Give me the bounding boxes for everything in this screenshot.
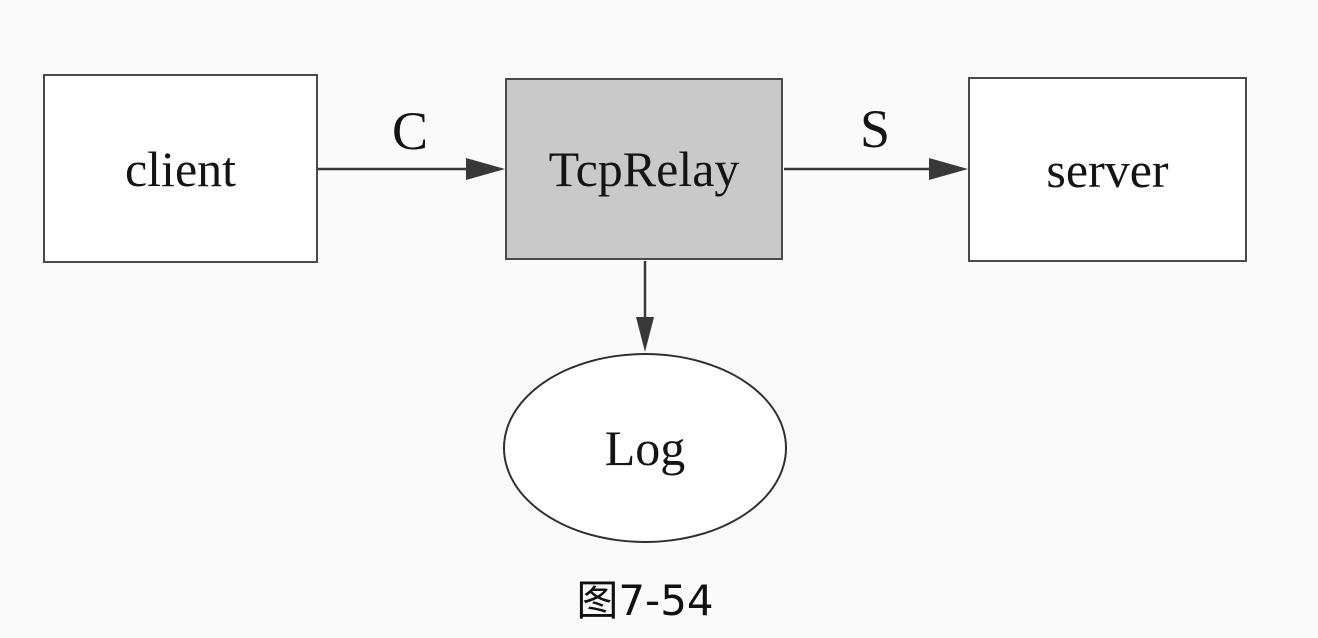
edge-label-s: S (859, 99, 891, 159)
node-tcprelay-label: TcpRelay (548, 141, 740, 197)
node-log: Log (503, 353, 787, 543)
node-log-label: Log (604, 420, 686, 476)
node-server-label: server (1046, 141, 1169, 198)
figure-caption: 图7-54 (576, 576, 714, 625)
edge-relay-to-log-arrowhead-icon (636, 317, 654, 352)
node-tcprelay: TcpRelay (505, 78, 783, 260)
edge-relay-to-server-arrowhead-icon (929, 158, 968, 180)
node-client: client (43, 74, 318, 263)
edge-client-to-relay-arrowhead-icon (466, 158, 505, 180)
node-server: server (968, 77, 1247, 262)
edge-label-c: C (391, 101, 429, 161)
node-client-label: client (124, 140, 237, 197)
